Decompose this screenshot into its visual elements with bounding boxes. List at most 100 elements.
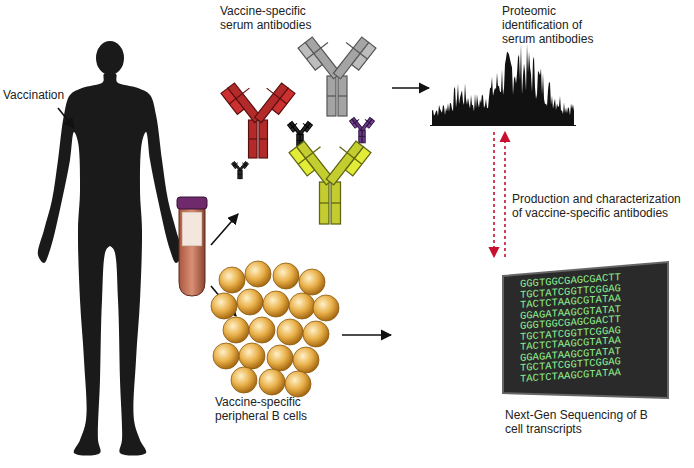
heavy-chain [259,120,268,158]
domain-line [249,138,258,139]
sequencer-screen [503,262,668,398]
b-cell [223,317,249,343]
heavy-chain [331,182,340,224]
svg-part [297,120,313,137]
domain-line [242,163,247,167]
domain-line [352,119,359,124]
panel-caption: Vaccine-specific serum antibodies [220,4,330,32]
heavy-chain [239,161,247,170]
tube-sticker [182,212,202,246]
b-cell [219,267,245,293]
figure-panel: Vaccine-specific peripheral B cells [215,262,340,437]
b-cell [273,263,299,289]
domain-line [362,136,365,137]
svg-part [248,78,295,128]
mass-spectrum [432,43,574,125]
vaccination-arrow [58,108,74,128]
domain-line [327,95,336,96]
b-cell [259,369,285,395]
b-cell [299,269,325,295]
domain-line [267,88,287,104]
heavy-chain [240,170,242,179]
b-cell [237,289,263,315]
heavy-chain [327,76,336,116]
b-cell [303,321,329,347]
connector-line [493,132,495,257]
domain-line [259,138,268,139]
svg-part [319,135,371,191]
sequence-readout: GGGTGGCGAGCGACTTTGCTATCGGTTCGGAGTACTCTAA… [520,272,621,384]
antibody [288,120,313,147]
heavy-chain [338,76,347,116]
b-cell [313,295,339,321]
b-cell [245,261,271,287]
b-cell [239,343,265,369]
heavy-chain [299,122,310,135]
b-cell [211,293,237,319]
connector [494,132,505,257]
b-cell [249,317,275,343]
figure-panel: Vaccine-specific serum antibodies [215,2,390,245]
domain-line [340,147,362,164]
domain-line [297,140,300,141]
b-cell [213,343,239,369]
figure-panel: Proteomic identification of serum antibo… [430,2,607,130]
person-silhouette [38,73,182,456]
heavy-chain [359,130,362,143]
connector [342,335,391,336]
domain-line [365,119,372,124]
heavy-chain [320,182,329,224]
connector-line [342,334,391,336]
svg-part [359,116,375,133]
step-label: Vaccination [3,88,64,102]
heavy-chain [238,170,240,179]
b-cell [285,371,311,397]
antibody [221,78,295,158]
domain-line [320,202,329,203]
b-cell [267,345,293,371]
svg-part [238,160,249,172]
b-cell [277,319,303,345]
domain-line [240,174,242,175]
heavy-chain [361,118,372,131]
b-cell [289,293,315,319]
person-head [96,41,124,75]
connector [392,88,429,89]
domain-line [331,202,340,203]
antibody [231,160,248,179]
domain-line [233,163,238,167]
connector-line [504,132,506,257]
antibody [298,31,376,116]
domain-line [229,88,249,104]
panel-caption: Vaccine-specific peripheral B cells [215,395,330,423]
panel-caption: Next-Gen Sequencing of B cell transcript… [505,408,655,436]
b-cell [293,347,319,373]
antibody [350,116,375,143]
connector-line [392,87,429,89]
b-cell [263,291,289,317]
domain-line [346,42,367,59]
spectrum-axis [430,125,576,126]
heavy-chain [362,130,365,143]
domain-line [338,95,347,96]
domain-line [238,174,240,175]
connector-label: Production and characterization of vacci… [512,192,690,220]
domain-line [290,123,297,128]
domain-line [307,42,328,59]
tube-body [179,208,205,296]
tube-arrow [211,214,238,245]
svg-part [326,31,376,84]
panel-caption: Proteomic identification of serum antibo… [502,4,607,46]
domain-line [300,140,303,141]
antibody [289,135,371,224]
b-cell [231,367,257,393]
tube-cap [177,197,207,209]
domain-line [298,147,320,164]
heavy-chain [249,120,258,158]
domain-line [303,123,310,128]
domain-line [359,136,362,137]
blood-tube [177,197,207,296]
